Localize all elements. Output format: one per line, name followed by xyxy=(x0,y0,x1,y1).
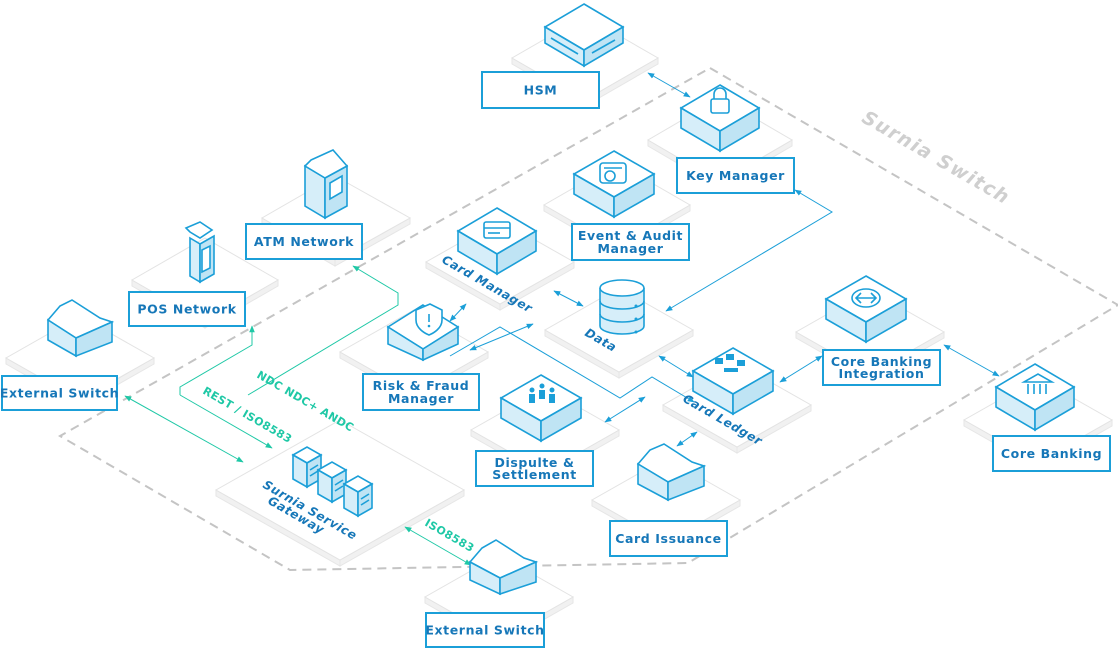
node-atm-network-label: ATM Network xyxy=(254,234,354,249)
card-icon xyxy=(456,207,538,276)
node-risk-fraud-label-2: Manager xyxy=(388,391,454,406)
server-rack-icon xyxy=(543,3,625,68)
conn-ledger-dispute xyxy=(604,396,646,423)
connectors xyxy=(124,72,1000,566)
node-external-switch-left-label: External Switch xyxy=(0,386,119,401)
server-unit-1 xyxy=(291,446,323,489)
label-boxes: HSM Key Manager Event & Audit Manager AT… xyxy=(0,71,1111,648)
conn-card-manager-data xyxy=(553,290,584,307)
node-dispute-settlement-label-2: Settlement xyxy=(492,467,577,482)
conn-gateway-external-left xyxy=(124,395,244,463)
server-unit-3 xyxy=(342,475,374,518)
node-external-switch-bottom-label: External Switch xyxy=(425,623,544,638)
node-core-banking-label: Core Banking xyxy=(1001,446,1102,461)
node-dispute-settlement-label-1: Dispulte & xyxy=(495,455,575,470)
node-card-issuance[interactable]: Card Issuance xyxy=(609,520,728,557)
atm-icon xyxy=(303,149,349,220)
protocol-iso: ISO8583 xyxy=(423,516,477,555)
servers-icon xyxy=(291,446,374,518)
conn-gateway-pos xyxy=(179,325,255,395)
switch-title: Surnia Switch xyxy=(858,106,1014,209)
conn-gateway-atm xyxy=(247,265,399,396)
node-event-audit-label-2: Manager xyxy=(598,241,664,256)
node-external-switch-left[interactable]: External Switch xyxy=(0,375,119,411)
conn-keymanager-data xyxy=(665,189,833,312)
node-event-audit[interactable]: Event & Audit Manager xyxy=(571,223,690,261)
server-unit-2 xyxy=(316,461,348,504)
node-hsm-label: HSM xyxy=(524,83,558,98)
node-dispute-settlement[interactable]: Dispulte & Settlement xyxy=(475,450,594,487)
conn-ledger-issuance xyxy=(676,431,698,447)
node-card-issuance-label: Card Issuance xyxy=(615,531,722,546)
ledger-icon xyxy=(691,347,775,416)
conn-hsm-keymanager xyxy=(647,72,691,98)
shield-icon xyxy=(386,303,460,362)
people-icon xyxy=(499,374,583,443)
audit-icon xyxy=(572,150,656,219)
node-core-banking-integration-label-1: Core Banking xyxy=(831,354,932,369)
conn-gateway-external-bottom xyxy=(404,526,472,566)
pos-terminal-icon xyxy=(184,221,215,284)
node-risk-fraud-label-1: Risk & Fraud xyxy=(373,378,470,393)
conn-core-integration-core xyxy=(943,344,1000,377)
conn-ledger-core-integration xyxy=(779,355,823,383)
conn-data-risk xyxy=(469,323,534,351)
node-pos-network[interactable]: POS Network xyxy=(128,291,246,327)
database-icon xyxy=(599,279,645,335)
node-key-manager[interactable]: Key Manager xyxy=(676,157,795,194)
conn-data-ledger xyxy=(658,355,694,378)
bank-icon xyxy=(994,363,1076,432)
switch-block-icon xyxy=(46,299,115,358)
switch-block-icon xyxy=(468,539,539,596)
lock-icon xyxy=(679,84,761,153)
integration-icon xyxy=(824,275,908,344)
node-pos-network-label: POS Network xyxy=(137,302,236,317)
node-core-banking-integration[interactable]: Core Banking Integration xyxy=(822,349,941,386)
node-risk-fraud[interactable]: Risk & Fraud Manager xyxy=(362,373,480,411)
issuance-block-icon xyxy=(636,443,707,502)
icons xyxy=(46,3,1076,596)
conn-card-manager-risk xyxy=(449,303,467,322)
node-core-banking-integration-label-2: Integration xyxy=(839,366,925,381)
node-event-audit-label-1: Event & Audit xyxy=(578,228,683,243)
node-atm-network[interactable]: ATM Network xyxy=(245,223,363,260)
node-hsm[interactable]: HSM xyxy=(481,71,600,109)
node-key-manager-label: Key Manager xyxy=(686,168,785,183)
node-core-banking[interactable]: Core Banking xyxy=(992,435,1111,472)
node-external-switch-bottom[interactable]: External Switch xyxy=(425,612,545,648)
platforms xyxy=(4,15,1114,646)
